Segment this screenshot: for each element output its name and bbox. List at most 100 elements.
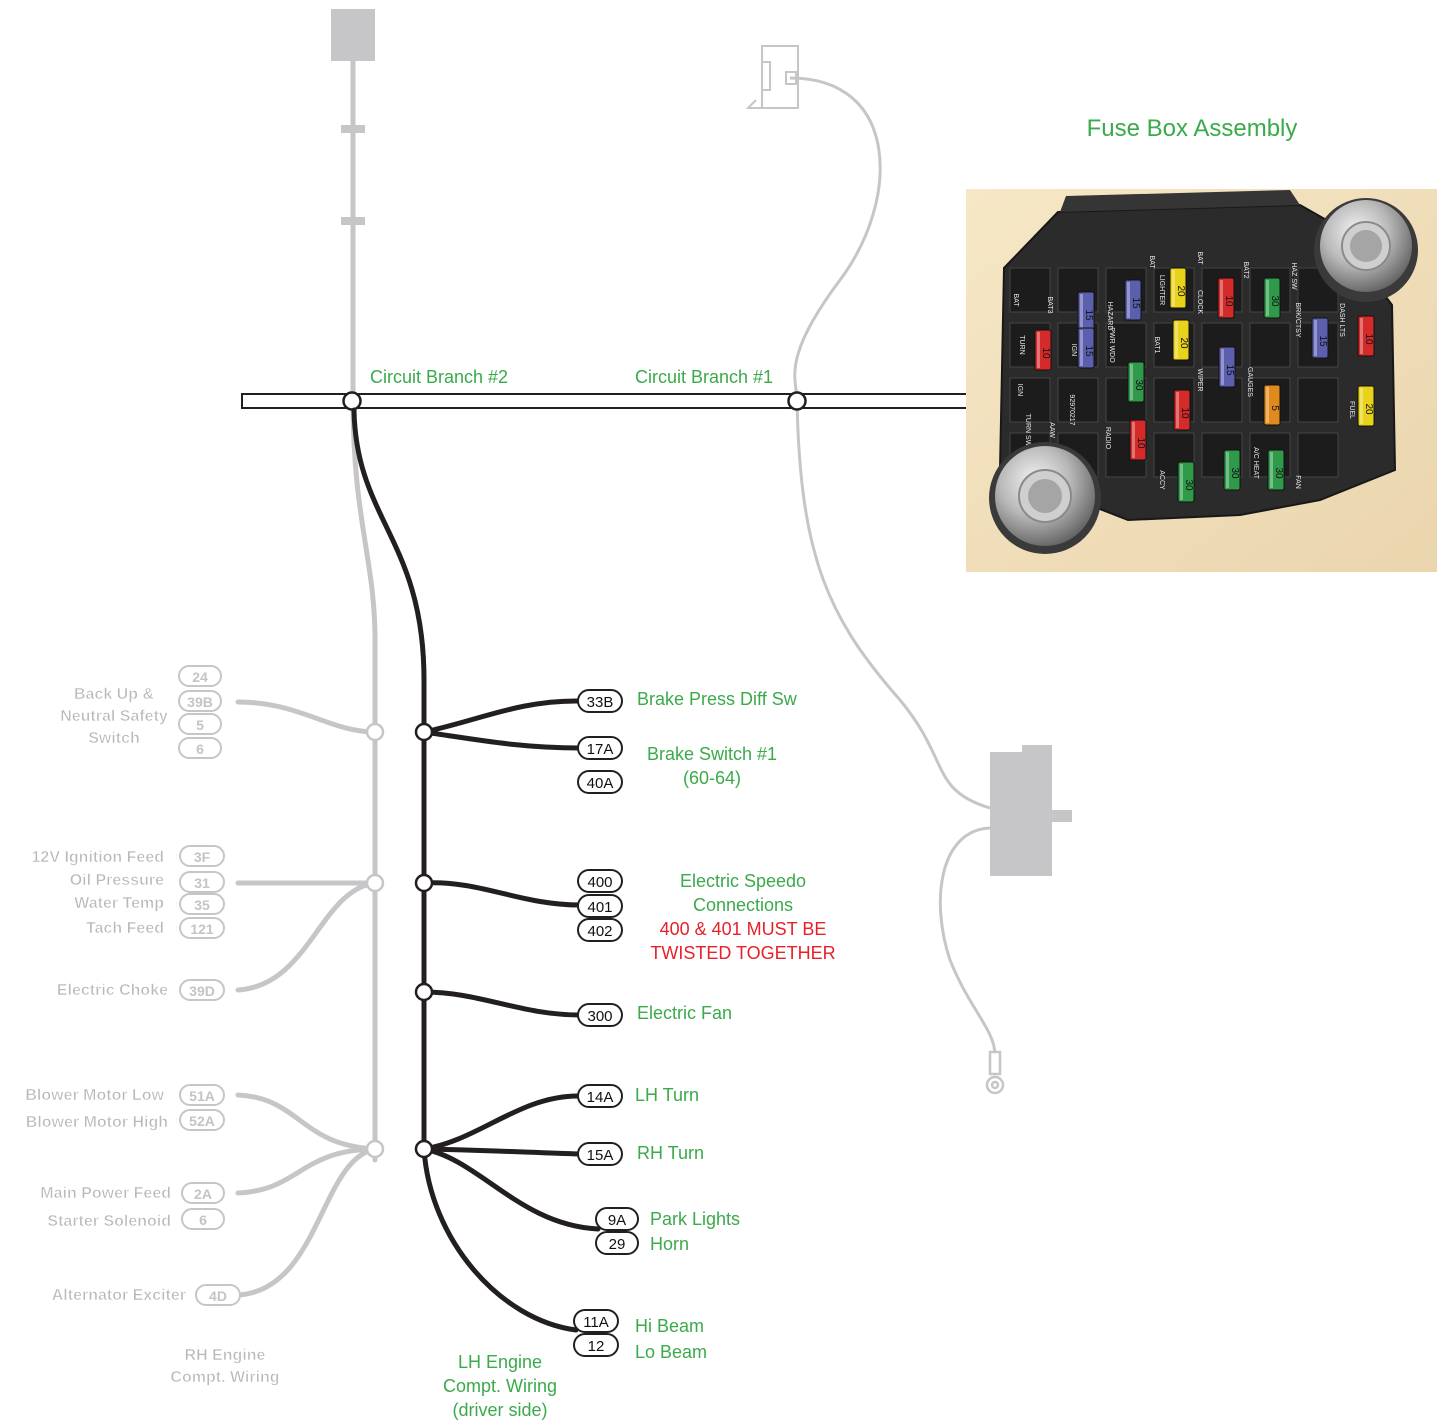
svg-text:52A: 52A bbox=[189, 1113, 215, 1129]
label-hi-beam: Hi Beam bbox=[635, 1316, 704, 1336]
connector-pill: 6 bbox=[181, 1208, 225, 1230]
fuse-slot bbox=[1057, 377, 1099, 423]
fuse-slot bbox=[1009, 267, 1051, 313]
fuse-slot bbox=[1297, 432, 1339, 478]
fuse-circuit-label: BAT bbox=[1148, 255, 1155, 269]
label-brake-press: Brake Press Diff Sw bbox=[637, 689, 798, 709]
fuse: 15 bbox=[1311, 317, 1329, 359]
fuse-rating: 20 bbox=[1363, 403, 1374, 415]
fuse-circuit-label: HAZ SW bbox=[1290, 262, 1297, 290]
label-speedo: Electric Speedo bbox=[680, 871, 806, 891]
lh-wiring bbox=[351, 407, 601, 1333]
fuse-circuit-label: TURN SW bbox=[1024, 414, 1031, 447]
fuse: 30 bbox=[1177, 461, 1195, 503]
connector-pill: 51A bbox=[179, 1084, 225, 1106]
fuse-circuit-label: 92970217 bbox=[1068, 394, 1075, 425]
fuse: 20 bbox=[1172, 319, 1190, 361]
svg-text:14A: 14A bbox=[587, 1089, 614, 1106]
svg-text:3F: 3F bbox=[194, 849, 211, 865]
connector-pill: 401 bbox=[577, 894, 623, 918]
label-ignition-feed: 12V Ignition Feed bbox=[32, 849, 164, 866]
connector-pill: 11A bbox=[573, 1309, 619, 1333]
fuse: 20 bbox=[1169, 267, 1187, 309]
circuit-breaker-bottom bbox=[989, 442, 1101, 554]
fuse: 30 bbox=[1267, 449, 1285, 491]
fuse-circuit-label: AAW bbox=[1048, 422, 1055, 438]
speedo-warning-line2: TWISTED TOGETHER bbox=[650, 943, 835, 963]
connector-tick bbox=[341, 217, 365, 225]
fuse-circuit-label: RADIO bbox=[1104, 427, 1111, 450]
fuse-rating: 10 bbox=[1223, 295, 1234, 307]
fuse-rating: 30 bbox=[1229, 467, 1240, 479]
connector-pill: 39B bbox=[178, 690, 222, 712]
svg-text:24: 24 bbox=[192, 669, 208, 685]
svg-text:33B: 33B bbox=[587, 694, 614, 711]
label-speedo-connections: Connections bbox=[693, 895, 793, 915]
lh-caption-line1: LH Engine bbox=[458, 1352, 542, 1372]
svg-text:31: 31 bbox=[194, 875, 210, 891]
fuse-slot bbox=[1009, 377, 1051, 423]
connector-pill: 52A bbox=[179, 1109, 225, 1131]
connector-pill: 35 bbox=[179, 893, 225, 915]
label-oil-pressure: Oil Pressure bbox=[70, 872, 164, 889]
svg-text:300: 300 bbox=[587, 1008, 612, 1025]
lh-node bbox=[414, 982, 434, 1002]
fuse-circuit-label: BRK/CTSY bbox=[1294, 302, 1301, 337]
fuse: 20 bbox=[1357, 385, 1375, 427]
fuse-rating: 30 bbox=[1269, 295, 1280, 307]
backup-switch-line3: Switch bbox=[88, 730, 140, 747]
svg-text:6: 6 bbox=[196, 741, 204, 757]
connector-pill: 31 bbox=[179, 871, 225, 893]
fuse: 15 bbox=[1218, 346, 1236, 388]
fuse: 30 bbox=[1223, 449, 1241, 491]
connector-pill: 33B bbox=[577, 689, 623, 713]
fuse-circuit-label: GAUGES bbox=[1246, 367, 1253, 397]
svg-text:17A: 17A bbox=[587, 741, 614, 758]
bulkhead-connector bbox=[990, 745, 1072, 876]
svg-text:40A: 40A bbox=[587, 775, 614, 792]
rh-node bbox=[365, 1139, 385, 1159]
branch1-wiring bbox=[789, 76, 997, 1056]
fuse-circuit-label: IGN bbox=[1070, 344, 1077, 356]
fuse-rating: 15 bbox=[1224, 364, 1235, 376]
fuse: 15 bbox=[1077, 327, 1095, 369]
fuse-rating: 10 bbox=[1135, 437, 1146, 449]
circuit-breaker-top bbox=[1314, 198, 1418, 302]
svg-text:12: 12 bbox=[588, 1338, 605, 1355]
fuse-circuit-label: PWR WDO bbox=[1108, 327, 1115, 363]
fuse-rating: 5 bbox=[1269, 405, 1280, 411]
svg-text:5: 5 bbox=[196, 717, 204, 733]
rh-caption-line2: Compt. Wiring bbox=[170, 1369, 279, 1386]
fuse-slot bbox=[1249, 322, 1291, 368]
label-main-power: Main Power Feed bbox=[40, 1185, 171, 1202]
connector-pill: 39D bbox=[179, 979, 225, 1001]
label-electric-choke: Electric Choke bbox=[57, 982, 168, 999]
connector-pill: 15A bbox=[577, 1142, 623, 1166]
label-horn: Horn bbox=[650, 1234, 689, 1254]
fuse-rating: 10 bbox=[1040, 347, 1051, 359]
fuse: 10 bbox=[1034, 329, 1052, 371]
svg-text:4D: 4D bbox=[209, 1288, 227, 1304]
fuse-rating: 10 bbox=[1179, 407, 1190, 419]
rh-node bbox=[365, 873, 385, 893]
fuse-circuit-label: TURN bbox=[1018, 335, 1025, 354]
svg-text:35: 35 bbox=[194, 897, 210, 913]
fuse: 5 bbox=[1263, 384, 1281, 426]
fuse-circuit-label: LIGHTER bbox=[1158, 275, 1165, 305]
fuse-circuit-label: HAZARD bbox=[1106, 302, 1113, 331]
fuse-circuit-label: ACCY bbox=[1158, 470, 1165, 490]
svg-text:39B: 39B bbox=[187, 694, 213, 710]
label-starter-solenoid: Starter Solenoid bbox=[47, 1213, 171, 1230]
top-connector-plug bbox=[331, 9, 375, 61]
fuse-rating: 15 bbox=[1083, 345, 1094, 357]
label-brake-switch: Brake Switch #1 bbox=[647, 744, 777, 764]
backup-switch-line1: Back Up & bbox=[74, 686, 154, 703]
fuse-circuit-label: FUEL bbox=[1348, 401, 1355, 419]
fuse-circuit-label: BAT bbox=[1196, 251, 1203, 265]
speedo-warning-line1: 400 & 401 MUST BE bbox=[660, 919, 827, 939]
fuse-circuit-label: BAT bbox=[1012, 293, 1019, 307]
svg-text:2A: 2A bbox=[194, 1186, 212, 1202]
connector-pill: 5 bbox=[178, 713, 222, 735]
connector-pill: 29 bbox=[595, 1231, 639, 1255]
